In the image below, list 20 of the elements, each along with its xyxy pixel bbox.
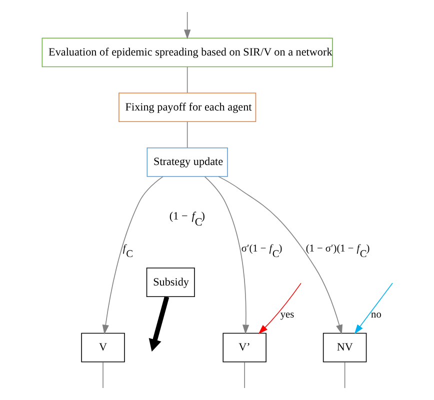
node-box: Fixing payoff for each agent [118, 92, 256, 122]
edge-label: yes [280, 310, 294, 321]
arrow [258, 282, 301, 334]
arrow [354, 282, 392, 334]
arrow [184, 12, 190, 40]
arrow [204, 176, 249, 334]
edge-label: no [370, 310, 381, 321]
arrow [218, 176, 342, 334]
node-box: V [80, 332, 124, 362]
node-box: Subsidy [146, 268, 194, 298]
connector [186, 66, 188, 94]
arrow [148, 296, 169, 352]
node-box: Strategy update [146, 148, 228, 177]
node-box: Evaluation of epidemic spreading based on SIR/V on a network [41, 38, 332, 68]
connector [102, 362, 103, 388]
node-box: V’ [222, 332, 266, 362]
node-box: NV [322, 332, 366, 362]
connector [186, 121, 188, 148]
connector [344, 362, 345, 388]
arrow [102, 176, 163, 334]
